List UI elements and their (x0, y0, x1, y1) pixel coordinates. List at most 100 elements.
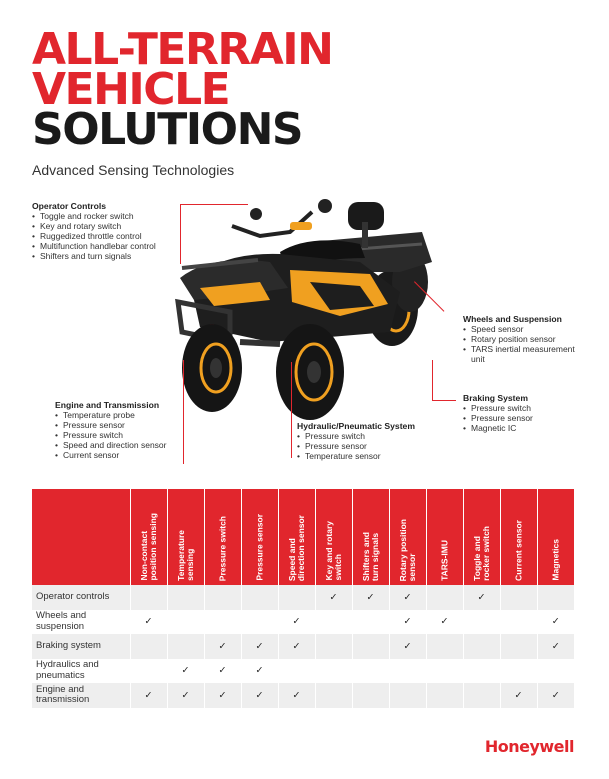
empty-cell (462, 658, 500, 683)
check-mark-cell: ✓ (388, 634, 426, 659)
empty-cell (388, 658, 426, 683)
atv-image (175, 199, 432, 420)
column-header: Shifters and turn signals (351, 489, 389, 585)
column-header-label: Non-contact position sensing (138, 513, 158, 581)
callout-wheels-suspension: Wheels and Suspension Speed sensor Rotar… (463, 314, 583, 364)
check-mark-cell: ✓ (536, 683, 574, 708)
check-mark-cell: ✓ (166, 683, 204, 708)
callout-item: Speed sensor (463, 324, 583, 334)
check-mark-cell: ✓ (277, 609, 315, 634)
empty-cell (129, 658, 167, 683)
empty-cell (425, 634, 463, 659)
row-label: Braking system (32, 634, 130, 659)
callout-item: Pressure switch (463, 403, 533, 413)
check-mark-cell: ✓ (203, 683, 241, 708)
column-header-label: Key and rotary switch (323, 521, 343, 581)
row-label: Operator controls (32, 585, 130, 610)
callout-item: Pressure switch (55, 430, 167, 440)
empty-cell (425, 658, 463, 683)
column-header: Toggle and rocker switch (462, 489, 500, 585)
check-mark-cell: ✓ (240, 658, 278, 683)
check-mark-cell: ✓ (351, 585, 389, 610)
sensor-matrix-table: Non-contact position sensing Tempera­tur… (32, 489, 574, 708)
column-header-label: Shifters and turn signals (360, 531, 380, 581)
callout-heading: Braking System (463, 393, 528, 403)
check-mark-cell: ✓ (388, 585, 426, 610)
empty-cell (314, 658, 352, 683)
empty-cell (462, 609, 500, 634)
empty-cell (166, 634, 204, 659)
empty-cell (499, 609, 537, 634)
empty-cell (351, 609, 389, 634)
table-row: Braking system✓✓✓✓✓ (32, 634, 574, 659)
callout-heading: Hydraulic/Pneumatic System (297, 421, 415, 431)
column-header: Pressure sensor (240, 489, 278, 585)
column-header-label: Tempera­ture sensing (175, 530, 195, 581)
callout-item: Pressure sensor (297, 441, 415, 451)
empty-cell (536, 658, 574, 683)
column-header-label: Magnetics (550, 539, 561, 581)
check-mark-cell: ✓ (129, 683, 167, 708)
row-label: Wheels and suspension (32, 609, 130, 634)
column-header-label: Rotary position sensor (397, 518, 417, 581)
table-row: Engine and transmission✓✓✓✓✓✓✓ (32, 683, 574, 708)
column-header: Magnetics (536, 489, 574, 585)
empty-cell (203, 585, 241, 610)
empty-cell (277, 658, 315, 683)
table-corner (32, 489, 130, 585)
table-row: Hydraulics and pneumatics✓✓✓ (32, 658, 574, 683)
column-header: Pressure switch (203, 489, 241, 585)
check-mark-cell: ✓ (425, 609, 463, 634)
callout-item: Shifters and turn signals (32, 251, 156, 261)
empty-cell (388, 683, 426, 708)
callout-item: Magnetic IC (463, 423, 533, 433)
callout-operator-controls: Operator Controls Toggle and rocker swit… (32, 201, 156, 261)
check-mark-cell: ✓ (388, 609, 426, 634)
title-line-3: SOLUTIONS (32, 104, 304, 155)
callout-heading: Operator Controls (32, 201, 107, 211)
column-header-label: Toggle and rocker switch (471, 526, 491, 581)
callout-item: Toggle and rocker switch (32, 211, 156, 221)
empty-cell (425, 585, 463, 610)
empty-cell (314, 634, 352, 659)
leader-operator-h (180, 204, 248, 205)
leader-engine-v (183, 360, 184, 464)
honeywell-logo: Honeywell (484, 737, 575, 756)
check-mark-cell: ✓ (203, 658, 241, 683)
empty-cell (240, 585, 278, 610)
table-row: Wheels and suspension✓✓✓✓✓ (32, 609, 574, 634)
callout-item: Ruggedized throttle control (32, 231, 156, 241)
check-mark-cell: ✓ (462, 585, 500, 610)
callout-item: Temperature sensor (297, 451, 415, 461)
empty-cell (203, 609, 241, 634)
empty-cell (314, 609, 352, 634)
column-header: Rotary position sensor (388, 489, 426, 585)
empty-cell (277, 585, 315, 610)
column-header-label: TARS-IMU (439, 540, 449, 581)
empty-cell (240, 609, 278, 634)
column-header: Non-contact position sensing (129, 489, 167, 585)
leader-hydraulic-v (291, 362, 292, 458)
check-mark-cell: ✓ (129, 609, 167, 634)
empty-cell (166, 585, 204, 610)
table-body: Operator controls✓✓✓✓Wheels and suspensi… (32, 585, 574, 708)
callout-item: Speed and direction sensor (55, 440, 167, 450)
callout-item: Current sensor (55, 450, 167, 460)
table-row: Operator controls✓✓✓✓ (32, 585, 574, 610)
check-mark-cell: ✓ (536, 634, 574, 659)
empty-cell (425, 683, 463, 708)
check-mark-cell: ✓ (240, 683, 278, 708)
callout-heading: Engine and Transmission (55, 400, 160, 410)
column-header: TARS-IMU (425, 489, 463, 585)
empty-cell (351, 658, 389, 683)
callout-hydraulic-pneumatic: Hydraulic/Pneumatic System Pressure swit… (297, 421, 415, 461)
callout-heading: Wheels and Suspension (463, 314, 562, 324)
page-title: ALL-TERRAIN VEHICLE SOLUTIONS (32, 28, 334, 155)
empty-cell (129, 585, 167, 610)
empty-cell (351, 683, 389, 708)
column-header-label: Speed and direction sensor (286, 514, 306, 581)
row-label: Hydraulics and pneumatics (32, 658, 130, 683)
callout-item: Temperature probe (55, 410, 167, 420)
check-mark-cell: ✓ (240, 634, 278, 659)
column-header: Key and rotary switch (314, 489, 352, 585)
